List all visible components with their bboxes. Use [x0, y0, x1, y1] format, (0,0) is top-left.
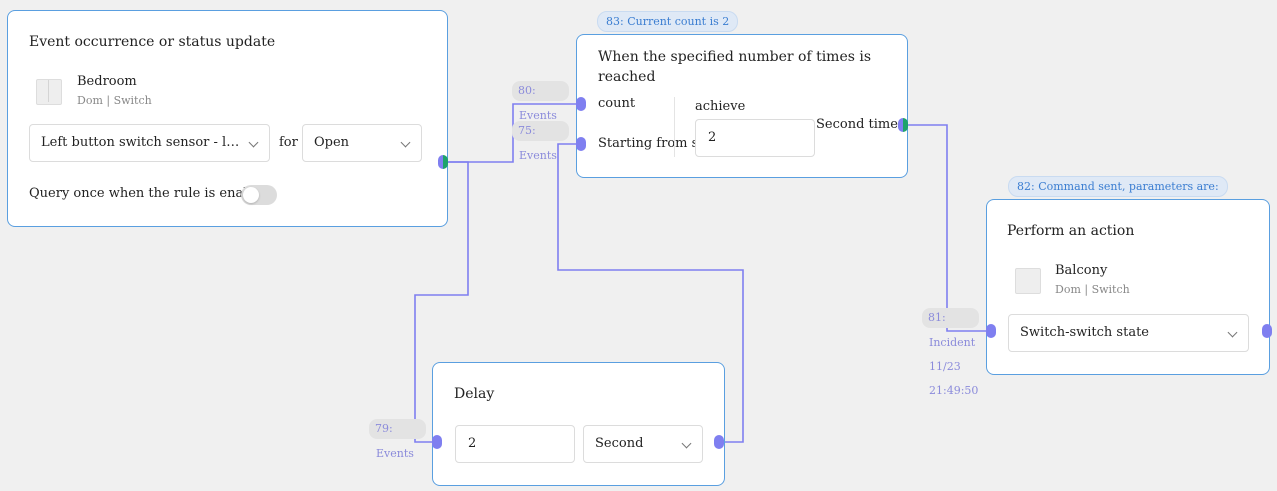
count-node-title-line2: reached [598, 69, 656, 85]
reset-input-port[interactable] [576, 137, 586, 151]
count-status-badge: 83: Current count is 2 [597, 11, 739, 32]
action-select[interactable]: Switch-switch state [1008, 314, 1249, 352]
sensor-select-value: Left button switch sensor - left b... [41, 135, 269, 150]
edge-75-id: 75: [518, 124, 536, 137]
count-input-label: count [598, 96, 636, 111]
device-name: Balcony [1055, 263, 1108, 278]
action-input-port[interactable] [986, 324, 996, 338]
action-node[interactable]: Perform an action Balcony Dom | Switch S… [986, 199, 1270, 375]
delay-node-title: Delay [454, 386, 495, 402]
chevron-down-icon [400, 137, 411, 148]
switch-icon [1015, 268, 1041, 294]
action-select-value: Switch-switch state [1020, 325, 1149, 340]
device-name: Bedroom [77, 74, 137, 89]
action-output-port[interactable] [1262, 324, 1272, 338]
device-type: Dom | Switch [77, 94, 152, 107]
action-status-badge: 82: Command sent, parameters are: [1008, 176, 1228, 197]
for-label: for [279, 135, 298, 150]
edge-81-badge: 81: [922, 308, 979, 328]
wire-count-to-action [905, 124, 990, 332]
count-output-port[interactable] [898, 118, 908, 132]
state-select-value: Open [314, 135, 350, 150]
trigger-node-title: Event occurrence or status update [29, 34, 276, 50]
chevron-down-icon [681, 438, 692, 449]
toggle-knob [243, 187, 259, 203]
delay-unit-value: Second [595, 436, 644, 451]
query-once-toggle[interactable] [241, 185, 277, 205]
device-type: Dom | Switch [1055, 283, 1130, 296]
query-once-label: Query once when the rule is enabled [29, 186, 272, 201]
achieve-count-input[interactable]: 2 [695, 119, 815, 157]
edge-79-id: 79: [375, 422, 393, 435]
edge-75-label: Events [519, 149, 557, 162]
edge-79-badge: 79: [369, 419, 426, 439]
switch-icon [36, 79, 62, 105]
edge-75-badge: 75: [512, 121, 569, 141]
delay-value-input[interactable]: 2 [455, 425, 575, 463]
count-node[interactable]: When the specified number of times is re… [576, 34, 908, 178]
state-select[interactable]: Open [302, 124, 422, 162]
output-label: Second time [816, 117, 898, 132]
edge-81-id: 81: [928, 311, 946, 324]
edge-80-label: Events [519, 109, 557, 122]
sensor-select[interactable]: Left button switch sensor - left b... [29, 124, 270, 162]
count-node-title-line1: When the specified number of times is [598, 49, 872, 65]
delay-unit-select[interactable]: Second [583, 425, 703, 463]
edge-81-label: Incident [929, 336, 976, 349]
edge-80-id: 80: [518, 84, 536, 97]
edge-81-date: 11/23 [929, 360, 961, 373]
trigger-output-port[interactable] [438, 155, 448, 169]
action-node-title: Perform an action [1007, 223, 1135, 239]
chevron-down-icon [1227, 327, 1238, 338]
delay-node[interactable]: Delay 2 Second [432, 362, 725, 486]
edge-79-label: Events [376, 447, 414, 460]
delay-output-port[interactable] [714, 435, 724, 449]
edge-80-badge: 80: [512, 81, 569, 101]
edge-81-time: 21:49:50 [929, 384, 979, 397]
divider [674, 97, 675, 157]
delay-input-port[interactable] [432, 435, 442, 449]
achieve-label: achieve [695, 99, 746, 114]
trigger-node[interactable]: Event occurrence or status update Bedroo… [7, 10, 448, 227]
count-input-port[interactable] [576, 97, 586, 111]
